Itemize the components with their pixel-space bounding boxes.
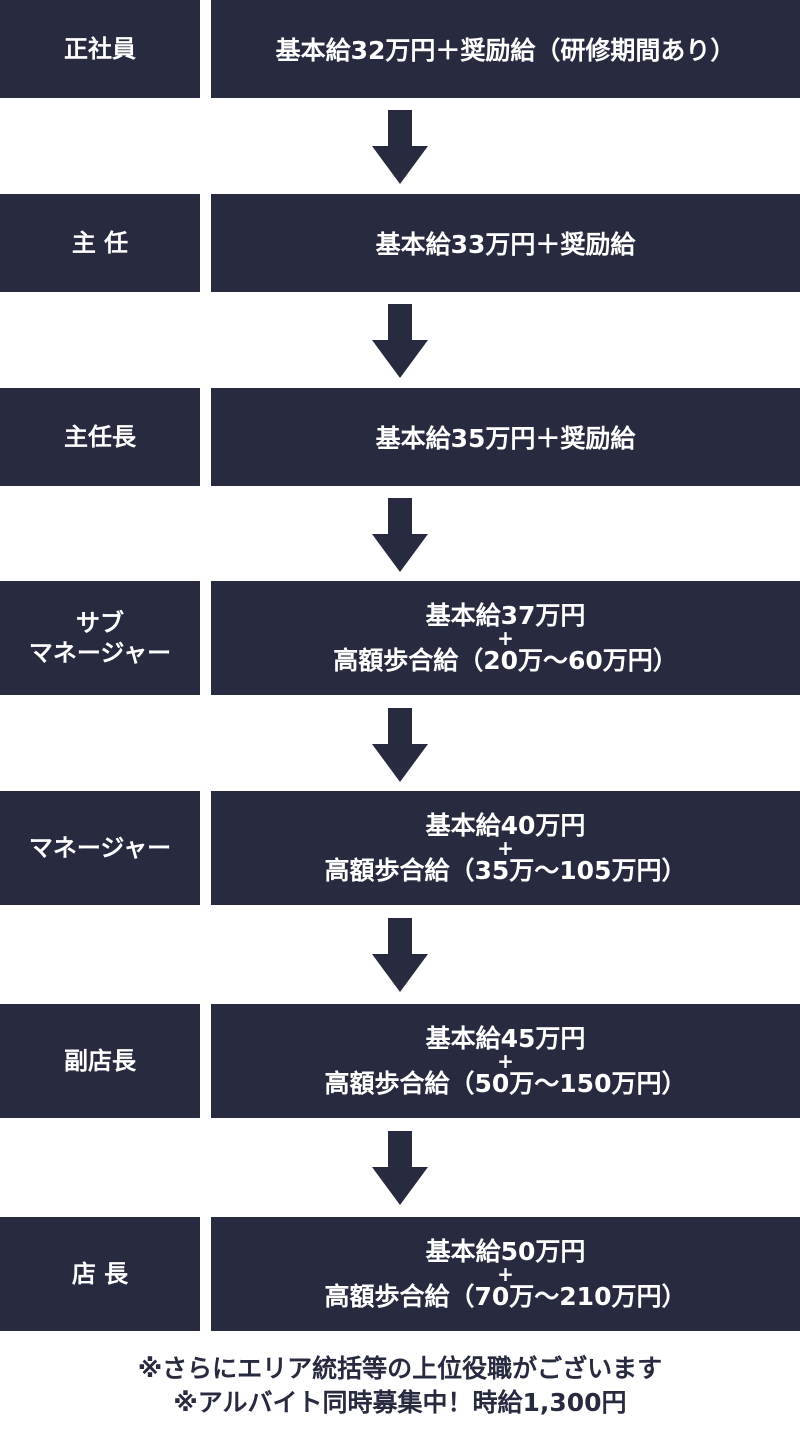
arrow-down-icon [372, 110, 428, 184]
arrow-down-icon [372, 708, 428, 782]
step-salary: 基本給33万円＋奨励給 [211, 194, 800, 292]
arrow-down-icon [372, 918, 428, 992]
step-title: 店 長 [0, 1217, 200, 1331]
salary-line: 基本給33万円＋奨励給 [375, 230, 636, 259]
arrow-down-icon [372, 498, 428, 572]
salary-line: 基本給35万円＋奨励給 [375, 424, 636, 453]
salary-line: 高額歩合給（50万〜150万円） [324, 1069, 687, 1098]
arrow-down-icon [372, 1131, 428, 1205]
step-row-sub-manager: サブ マネージャー 基本給37万円 + 高額歩合給（20万〜60万円） [0, 581, 800, 695]
step-salary: 基本給35万円＋奨励給 [211, 388, 800, 486]
step-row-chief-leader: 主任長 基本給35万円＋奨励給 [0, 388, 800, 486]
step-salary: 基本給50万円 + 高額歩合給（70万〜210万円） [211, 1217, 800, 1331]
step-title: サブ マネージャー [0, 581, 200, 695]
salary-line: 基本給50万円 [425, 1237, 586, 1266]
step-salary: 基本給37万円 + 高額歩合給（20万〜60万円） [211, 581, 800, 695]
plus-sign: + [497, 1262, 514, 1286]
arrow-down-icon [372, 304, 428, 378]
step-row-chief: 主 任 基本給33万円＋奨励給 [0, 194, 800, 292]
step-title: 正社員 [0, 0, 200, 98]
salary-line: 高額歩合給（20万〜60万円） [333, 646, 678, 675]
salary-line: 高額歩合給（70万〜210万円） [324, 1282, 687, 1311]
step-title: 主 任 [0, 194, 200, 292]
plus-sign: + [497, 836, 514, 860]
step-row-staff: 正社員 基本給32万円＋奨励給（研修期間あり） [0, 0, 800, 98]
salary-line: 基本給37万円 [425, 601, 586, 630]
step-title: マネージャー [0, 791, 200, 905]
footnotes: ※さらにエリア統括等の上位役職がございます ※アルバイト同時募集中！時給1,30… [0, 1352, 800, 1420]
step-salary: 基本給40万円 + 高額歩合給（35万〜105万円） [211, 791, 800, 905]
step-row-store-manager: 店 長 基本給50万円 + 高額歩合給（70万〜210万円） [0, 1217, 800, 1331]
plus-sign: + [497, 1049, 514, 1073]
salary-line: 基本給32万円＋奨励給（研修期間あり） [275, 36, 736, 65]
footnote-positions: ※さらにエリア統括等の上位役職がございます [137, 1354, 663, 1383]
salary-line: 基本給40万円 [425, 811, 586, 840]
step-title: 主任長 [0, 388, 200, 486]
salary-line: 基本給45万円 [425, 1024, 586, 1053]
step-title: 副店長 [0, 1004, 200, 1118]
step-salary: 基本給32万円＋奨励給（研修期間あり） [211, 0, 800, 98]
step-row-manager: マネージャー 基本給40万円 + 高額歩合給（35万〜105万円） [0, 791, 800, 905]
plus-sign: + [497, 626, 514, 650]
footnote-part-time: ※アルバイト同時募集中！時給1,300円 [173, 1388, 627, 1417]
step-salary: 基本給45万円 + 高額歩合給（50万〜150万円） [211, 1004, 800, 1118]
salary-line: 高額歩合給（35万〜105万円） [324, 856, 687, 885]
step-row-deputy-store-manager: 副店長 基本給45万円 + 高額歩合給（50万〜150万円） [0, 1004, 800, 1118]
